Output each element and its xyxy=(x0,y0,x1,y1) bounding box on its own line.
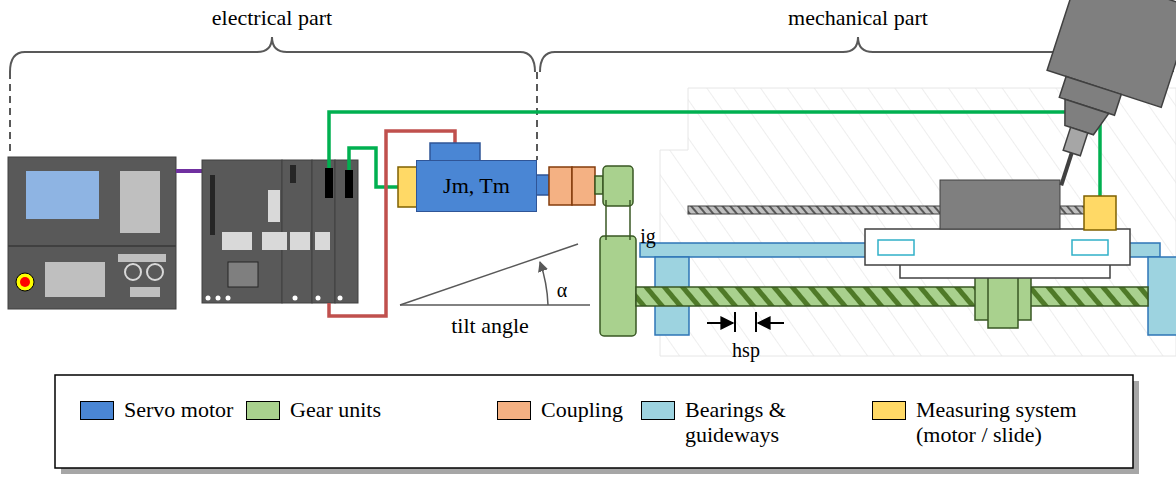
cnc-control xyxy=(8,157,176,309)
part-heading: electrical part xyxy=(212,5,332,31)
pitch-label: hsp xyxy=(732,339,760,362)
slide-base xyxy=(900,264,1110,278)
legend-swatch xyxy=(872,401,906,420)
slide-encoder xyxy=(1084,196,1116,230)
gear-shaft xyxy=(595,176,603,194)
motor-label: Jm, Tm xyxy=(443,173,510,199)
legend-swatch xyxy=(80,401,114,420)
ball-screw xyxy=(636,287,1148,306)
legend-item: Servo motor xyxy=(80,397,274,422)
machine-frame xyxy=(660,88,1176,356)
pitch-dimension xyxy=(707,312,784,332)
legend-item: Measuring system (motor / slide) xyxy=(872,397,1116,448)
slide-insert xyxy=(878,240,914,255)
spindle-head xyxy=(1015,0,1176,207)
brace xyxy=(10,37,1173,72)
motor-shaft xyxy=(536,175,549,195)
slide-table xyxy=(865,229,1130,265)
bearing xyxy=(1148,257,1176,335)
gear-ratio: ig xyxy=(640,225,656,248)
slide-insert xyxy=(1072,240,1108,255)
legend-text: Bearings & guideways xyxy=(685,397,795,448)
tilt-angle xyxy=(400,244,590,305)
legend-frame xyxy=(55,375,1133,468)
workpiece xyxy=(940,180,1060,229)
angle-label: tilt angle xyxy=(451,313,529,339)
legend-swatch xyxy=(497,401,531,420)
motor-connector xyxy=(430,143,480,161)
belt-drive xyxy=(600,166,636,336)
servo-motor: Jm, Tm xyxy=(416,160,537,212)
legend-swatch xyxy=(641,401,675,420)
part-heading: mechanical part xyxy=(788,5,928,31)
legend-swatch xyxy=(246,401,280,420)
angle-symbol: α xyxy=(557,279,567,302)
legend-item: Gear units xyxy=(246,397,430,422)
legend-text: Measuring system (motor / slide) xyxy=(916,397,1116,448)
dashed-guide xyxy=(10,72,537,160)
servo-drive xyxy=(202,160,358,303)
legend-item: Bearings & guideways xyxy=(641,397,795,448)
coupling xyxy=(549,167,595,205)
legend-text: Gear units xyxy=(290,397,430,422)
motor-encoder xyxy=(398,167,417,207)
